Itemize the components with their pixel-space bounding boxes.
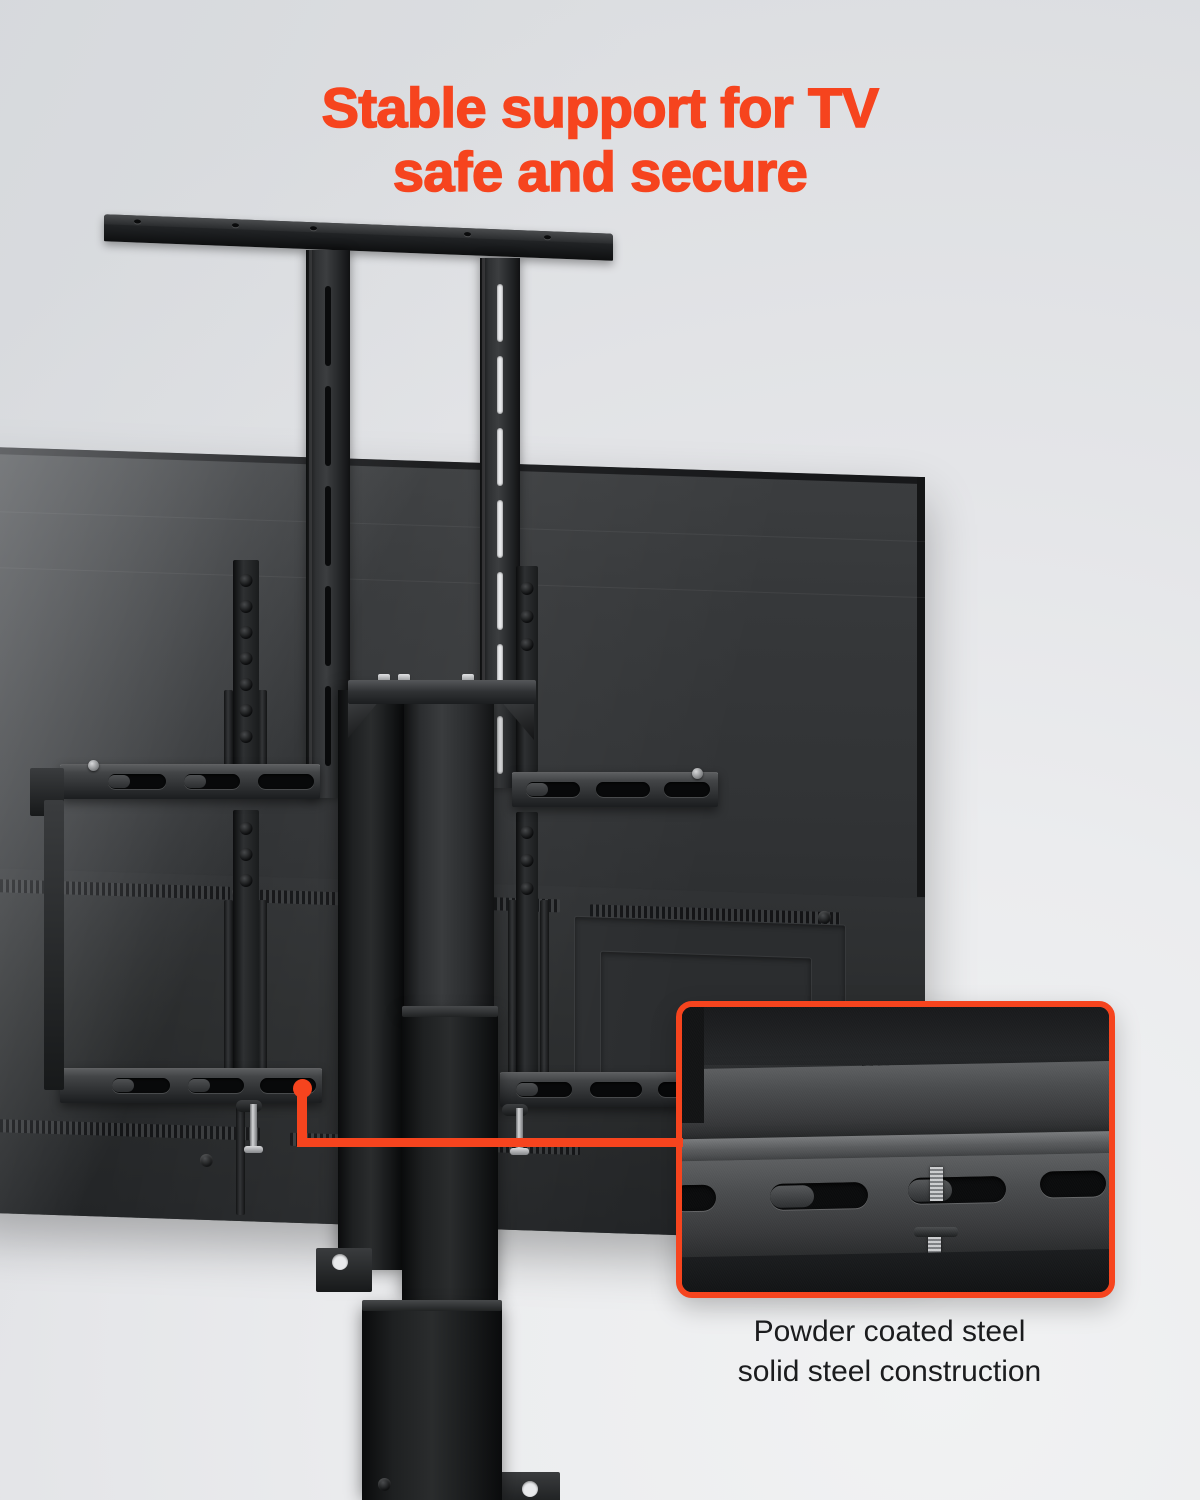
headline-line-2: safe and secure bbox=[392, 139, 809, 204]
shelf-top-surface bbox=[104, 214, 613, 244]
vesa-arm-hole bbox=[239, 704, 253, 717]
post-slot bbox=[325, 486, 331, 566]
shelf-mount-hole bbox=[232, 223, 239, 228]
rail-slot bbox=[596, 782, 650, 797]
rail-slot bbox=[188, 1078, 244, 1093]
vesa-rail-upper-right bbox=[512, 772, 718, 807]
callout-connector-vertical bbox=[297, 1088, 307, 1146]
detail-callout-box bbox=[676, 1001, 1115, 1298]
callout-caption: Powder coated steel solid steel construc… bbox=[676, 1312, 1103, 1391]
center-column-middle bbox=[402, 1014, 498, 1300]
vesa-arm-left-leg bbox=[258, 690, 267, 782]
vesa-arm-left-leg bbox=[258, 900, 267, 1086]
vesa-arm-right-lower bbox=[516, 812, 538, 1080]
vesa-rail-upper-left bbox=[60, 764, 320, 799]
rail-slot bbox=[526, 782, 580, 797]
vesa-arm-left-tail bbox=[236, 1105, 245, 1215]
shelf-mount-hole bbox=[464, 232, 471, 237]
post-slot bbox=[325, 586, 331, 666]
callout-upper-shadow bbox=[682, 1007, 1109, 1065]
vesa-arm-hole bbox=[520, 882, 534, 895]
post-slot bbox=[497, 716, 503, 774]
rail-slot bbox=[112, 1078, 170, 1093]
vertical-post-left bbox=[306, 250, 350, 798]
callout-connector-horizontal bbox=[297, 1138, 683, 1147]
callout-bolt-collar bbox=[914, 1227, 958, 1237]
headline-line-1: Stable support for TV bbox=[321, 75, 880, 140]
center-column-lower bbox=[362, 1308, 502, 1500]
bracket-hole bbox=[522, 1481, 538, 1497]
column-top-cap bbox=[348, 680, 536, 704]
post-slot bbox=[325, 686, 331, 766]
vesa-arm-hole bbox=[239, 874, 253, 887]
wing-nut bbox=[236, 1100, 262, 1112]
page-title: Stable support for TV safe and secure bbox=[0, 75, 1200, 204]
callout-anchor-dot bbox=[293, 1079, 312, 1098]
bracket-hole bbox=[332, 1254, 348, 1270]
vesa-arm-hole bbox=[239, 678, 253, 691]
wing-nut bbox=[502, 1104, 528, 1116]
caption-line-2: solid steel construction bbox=[737, 1354, 1042, 1388]
bolt-head bbox=[244, 1146, 263, 1153]
post-slot bbox=[497, 284, 503, 342]
post-slot bbox=[325, 386, 331, 466]
caption-line-1: Powder coated steel bbox=[753, 1315, 1026, 1348]
vesa-arm-hole bbox=[239, 652, 253, 665]
rail-slot bbox=[184, 774, 240, 789]
vesa-arm-left-leg bbox=[224, 900, 233, 1086]
vesa-arm-hole bbox=[239, 730, 253, 743]
vesa-arm-hole bbox=[239, 600, 253, 613]
vesa-arm-hole bbox=[239, 822, 253, 835]
column-telescope-joint-lower bbox=[362, 1300, 502, 1311]
rail-bolt bbox=[88, 760, 99, 771]
vesa-arm-hole bbox=[520, 854, 534, 867]
vesa-arm-right-leg bbox=[508, 900, 517, 1086]
vesa-arm-left-lower bbox=[233, 810, 259, 1080]
rail-slot bbox=[590, 1082, 642, 1097]
base-screw-hole bbox=[378, 1478, 391, 1491]
vesa-arm-hole bbox=[520, 826, 534, 839]
bolt-head bbox=[510, 1148, 529, 1155]
shelf-mount-hole bbox=[310, 226, 317, 231]
vesa-arm-hole bbox=[239, 626, 253, 639]
vesa-arm-hole bbox=[520, 582, 534, 595]
post-highlight-edge bbox=[309, 250, 312, 798]
rail-slot bbox=[516, 1082, 572, 1097]
rail-slot bbox=[108, 774, 166, 789]
base-bracket-tab-left bbox=[316, 1248, 372, 1292]
post-slot bbox=[497, 428, 503, 486]
bolt-shaft bbox=[516, 1108, 523, 1150]
vesa-arm-left-upper bbox=[233, 560, 259, 772]
vesa-arm-left-leg bbox=[224, 690, 233, 782]
rail-side-upright bbox=[44, 800, 64, 1090]
shelf-mount-hole bbox=[134, 219, 141, 224]
callout-bolt-thread bbox=[930, 1167, 943, 1201]
top-shelf-plate bbox=[104, 214, 613, 261]
vesa-arm-hole bbox=[520, 610, 534, 623]
vesa-arm-hole bbox=[239, 848, 253, 861]
bolt-shaft bbox=[250, 1104, 257, 1148]
post-highlight-edge bbox=[482, 258, 485, 788]
rail-slot bbox=[664, 782, 710, 797]
post-slot bbox=[325, 286, 331, 366]
base-bracket-tab-right bbox=[498, 1472, 560, 1500]
rail-bolt bbox=[692, 768, 703, 779]
post-slot bbox=[497, 644, 503, 702]
vesa-arm-right-leg bbox=[540, 900, 549, 1086]
shelf-mount-hole bbox=[544, 235, 551, 240]
center-column-upper bbox=[404, 700, 494, 1012]
callout-left-edge bbox=[682, 1007, 704, 1123]
vesa-arm-hole bbox=[239, 574, 253, 587]
post-slot bbox=[497, 500, 503, 558]
rail-slot bbox=[258, 774, 314, 789]
vesa-arm-right-upper bbox=[516, 566, 538, 772]
vesa-rail-lower-left bbox=[60, 1068, 322, 1103]
column-telescope-joint bbox=[402, 1006, 498, 1017]
callout-texture-grain bbox=[682, 1007, 1109, 1292]
post-slot bbox=[497, 572, 503, 630]
vesa-arm-hole bbox=[520, 638, 534, 651]
column-rear-plate bbox=[338, 690, 404, 1270]
post-slot bbox=[497, 356, 503, 414]
callout-photo bbox=[682, 1007, 1109, 1292]
